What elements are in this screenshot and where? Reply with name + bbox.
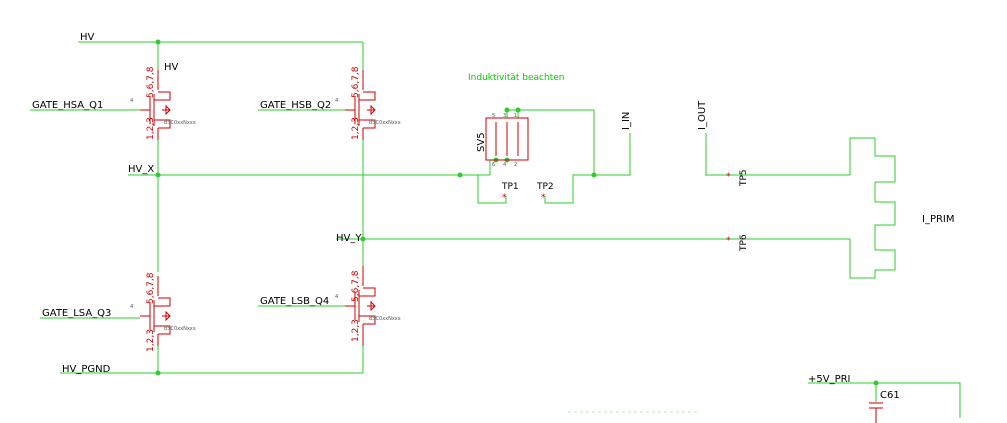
net-label-gate-q2: GATE_HSB_Q2 — [260, 100, 331, 111]
wire-i-in — [594, 133, 631, 176]
sv5-pin-5: 5 — [492, 113, 495, 119]
testpoint-tp5[interactable]: * TP5 — [726, 169, 749, 187]
mosfet-q2[interactable]: 5,6,7,8 1,2,3 4 BSC0xxNxxx — [335, 66, 401, 140]
mosfet-q4[interactable]: 5,6,7,8 1,2,3 4 BSC0xxNxxx — [335, 266, 401, 346]
sv5-pin-6: 6 — [492, 162, 495, 168]
sv5-pin-3: 3 — [503, 113, 506, 119]
net-label-gate-q1: GATE_HSA_Q1 — [32, 100, 103, 111]
q1-gate-pin: 4 — [130, 98, 133, 104]
net-label-i-in: I_IN — [621, 112, 632, 130]
testpoint-tp6[interactable]: * TP6 — [726, 234, 749, 252]
net-labels: HV HV HV_X HV_Y HV_PGND I_IN I_OUT I_PRI… — [32, 32, 955, 385]
junction-pgnd-left — [155, 370, 161, 376]
q4-gate-pin: 4 — [335, 294, 338, 300]
wires — [30, 41, 961, 418]
tp1-marker-icon: * — [502, 193, 507, 203]
note-inductance: Induktivität beachten — [468, 73, 564, 83]
wire-sv5-right-rail — [518, 109, 595, 175]
net-label-i-out: I_OUT — [697, 100, 708, 130]
tp2-label: TP2 — [536, 182, 554, 192]
mosfet-q1[interactable]: 5,6,7,8 1,2,3 4 BSC0xxNxxx — [130, 66, 196, 140]
q1-source-pins: 1,2,3 — [146, 117, 156, 140]
junction-i-in — [591, 172, 597, 178]
junction-hv-x — [155, 172, 161, 178]
transformer-primary-coil — [849, 137, 896, 279]
testpoint-tp1[interactable]: * TP1 — [501, 182, 519, 203]
q3-drain-pins: 5,6,7,8 — [146, 272, 156, 304]
connector-sv5[interactable]: 5 3 1 6 4 2 SV5 — [476, 113, 529, 168]
q1-value: BSC0xxNxxx — [164, 120, 196, 126]
q3-gate-pin: 4 — [130, 304, 133, 310]
net-label-hv-top: HV — [164, 62, 179, 73]
q2-value: BSC0xxNxxx — [369, 120, 401, 126]
q2-gate-pin: 4 — [335, 98, 338, 104]
wire-tp1-branch — [460, 174, 507, 204]
net-label-hv-pgnd: HV_PGND — [62, 364, 111, 375]
sv5-pin-1: 1 — [514, 113, 517, 119]
net-label-gate-q4: GATE_LSB_Q4 — [260, 296, 329, 307]
capacitor-c61[interactable]: C61 — [869, 390, 900, 423]
net-label-hv-x: HV_X — [128, 164, 154, 175]
junction-hv-y — [360, 236, 366, 242]
sv5-pin-4: 4 — [503, 162, 506, 168]
junction-sv5-a — [504, 107, 510, 113]
junction-sv5-b — [515, 107, 521, 113]
q3-value: BSC0xxNxxx — [164, 326, 196, 332]
wire-tp2-branch — [544, 174, 594, 204]
tp2-marker-icon: * — [541, 193, 546, 203]
tp6-label: TP6 — [739, 234, 749, 252]
mosfet-q3[interactable]: 5,6,7,8 1,2,3 4 BSC0xxNxxx — [130, 272, 196, 352]
net-label-i-prim: I_PRIM — [922, 214, 955, 225]
q1-drain-pins: 5,6,7,8 — [146, 66, 156, 98]
tp5-label: TP5 — [739, 169, 749, 187]
junction-5v — [873, 380, 879, 386]
net-label-hv-y: HV_Y — [336, 233, 362, 244]
junction-tp1 — [457, 172, 463, 178]
testpoint-tp2[interactable]: * TP2 — [536, 182, 554, 203]
wire-i-out — [705, 133, 850, 176]
junctions — [155, 39, 879, 386]
q4-value: BSC0xxNxxx — [369, 316, 401, 322]
q4-source-pins: 1,2,3 — [351, 319, 361, 342]
net-label-gate-q3: GATE_LSA_Q3 — [42, 308, 111, 319]
q3-source-pins: 1,2,3 — [146, 329, 156, 352]
wire-5v-pri — [808, 382, 961, 418]
net-label-hv: HV — [80, 32, 95, 43]
junction-hv-left — [155, 39, 161, 45]
sv5-body — [485, 117, 529, 161]
q2-source-pins: 1,2,3 — [351, 117, 361, 140]
q4-drain-pins: 5,6,7,8 — [351, 270, 361, 302]
tp6-marker-icon: * — [726, 236, 731, 246]
tp1-label: TP1 — [501, 182, 519, 192]
sv5-label: SV5 — [476, 132, 487, 152]
c61-label: C61 — [880, 390, 900, 401]
q2-drain-pins: 5,6,7,8 — [351, 66, 361, 98]
wire-sv5-top-bridge — [506, 109, 519, 118]
sv5-pin-2: 2 — [514, 162, 517, 168]
tp5-marker-icon: * — [726, 172, 731, 182]
net-label-5v-pri: +5V_PRI — [808, 374, 851, 385]
